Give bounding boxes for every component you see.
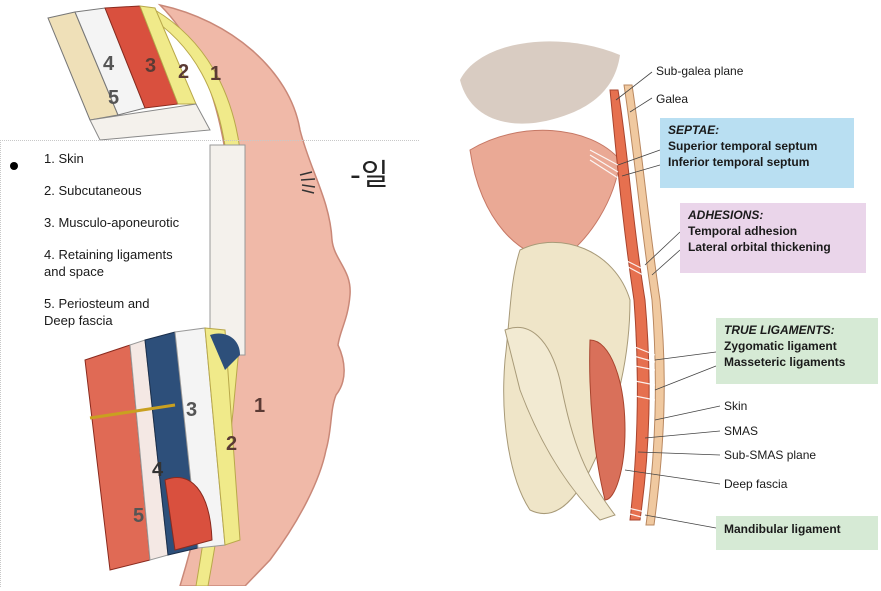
true-ligaments-item-2: Masseteric ligaments [724,355,846,369]
fig-num-bottom-5: 5 [133,505,144,527]
inner-band [209,144,246,356]
top-layer-block [47,5,211,141]
fig-num-bottom-2: 2 [226,433,237,455]
layer-item-4: 4. Retaining ligaments and space [44,247,173,279]
layer-list: 1. Skin 2. Subcutaneous 3. Musculo-apone… [44,150,234,344]
adhesions-item-2: Lateral orbital thickening [688,240,831,254]
label-skin: Skin [724,399,748,413]
korean-text: -일 [350,158,389,193]
true-ligaments-box: TRUE LIGAMENTS: Zygomatic ligament Masse… [716,318,878,384]
fig-num-bottom-3: 3 [186,399,197,421]
layer-item-1: 1. Skin [44,151,84,166]
temporal-muscle [469,129,621,261]
layer-item-3: 3. Musculo-aponeurotic [44,215,180,230]
layer-item-5: 5. Periosteum and Deep fascia [44,296,150,328]
eyelash [299,171,316,194]
adhesions-item-1: Temporal adhesion [688,224,798,238]
bottom-layer-block [84,327,241,571]
true-ligaments-item-1: Zygomatic ligament [724,339,837,353]
adhesions-header: ADHESIONS: [688,208,764,222]
ligament-fibers [589,149,656,519]
label-sub-galea: Sub-galea plane [656,64,744,78]
label-sub-smas: Sub-SMAS plane [724,448,817,462]
true-ligaments-header: TRUE LIGAMENTS: [724,323,835,337]
adhesions-box: ADHESIONS: Temporal adhesion Lateral orb… [680,203,866,273]
leader-lines [615,71,721,529]
label-galea: Galea [656,92,689,106]
smas-layer [609,89,650,521]
skin-layer [623,84,665,526]
layered-face-illustration: 1 2 3 4 5 1 2 3 4 5 -일 1. Skin 2. Subcut… [0,0,440,587]
masseter-muscle [589,339,626,501]
fig-num-bottom-4: 4 [152,459,164,481]
fig-num-top-3: 3 [145,55,156,77]
fig-num-top-2: 2 [178,61,189,83]
label-deep-fascia: Deep fascia [724,477,788,491]
face-layers-drawing: 1 2 3 4 5 1 2 3 4 5 [47,3,351,587]
mandible [504,327,616,521]
septae-box: SEPTAE: Superior temporal septum Inferio… [660,118,854,188]
septae-header: SEPTAE: [668,123,720,137]
fig-num-top-1: 1 [210,63,221,85]
facial-ligaments-illustration: Sub-galea plane Galea SEPTAE: Superior t… [440,0,881,586]
layer-item-2: 2. Subcutaneous [44,183,142,198]
fig-num-bottom-1: 1 [254,395,265,417]
mandibular-ligament-box: Mandibular ligament [716,516,878,550]
septae-item-2: Inferior temporal septum [668,155,810,169]
mandibular-label: Mandibular ligament [724,522,841,536]
ligaments-drawing [460,41,721,529]
fig-num-top-4: 4 [103,53,115,75]
bullet-point [10,162,18,170]
label-smas: SMAS [724,424,759,438]
septae-item-1: Superior temporal septum [668,139,818,153]
hair [460,41,620,124]
fig-num-top-5: 5 [108,87,119,109]
